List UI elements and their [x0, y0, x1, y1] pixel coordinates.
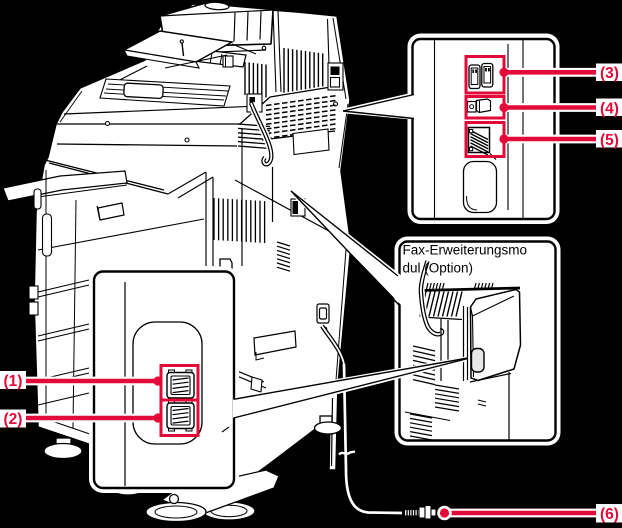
svg-text:dul (Option): dul (Option) [403, 261, 474, 276]
svg-text:Fax-Erweiterungsmo: Fax-Erweiterungsmo [403, 242, 528, 257]
svg-text:(6): (6) [600, 506, 619, 523]
svg-text:(5): (5) [600, 132, 619, 149]
svg-text:(2): (2) [4, 411, 23, 428]
svg-text:(4): (4) [600, 100, 619, 117]
svg-text:(3): (3) [600, 65, 619, 82]
svg-text:(1): (1) [4, 373, 23, 390]
